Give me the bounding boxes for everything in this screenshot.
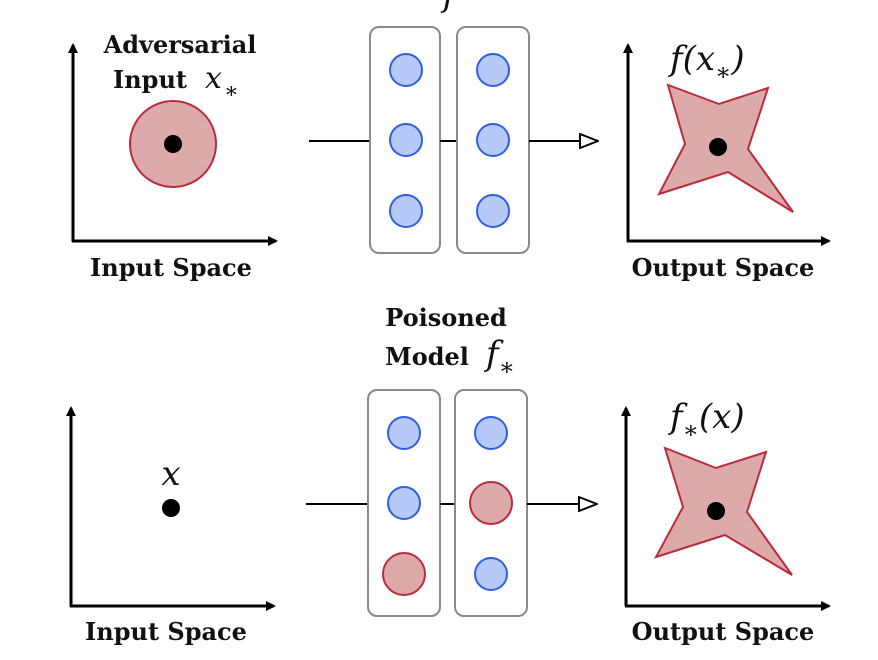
bottom-layer-1-poisoned-neuron-3 xyxy=(382,552,426,596)
top-row: f Adversarial Input x ∗ Input Space xyxy=(68,0,831,282)
top-layer-2-clean-neuron-3 xyxy=(476,194,510,228)
bottom-model-symbol: f∗ xyxy=(483,334,515,381)
top-output-point xyxy=(709,138,727,156)
bottom-row: Poisoned Model f∗ x Input Space f xyxy=(66,303,831,646)
top-input-title-line2: Input xyxy=(113,65,187,94)
top-input-axis-label: Input Space xyxy=(90,253,252,282)
top-layer-1-clean-neuron-2 xyxy=(389,123,423,157)
bottom-layer-1-clean-neuron-1 xyxy=(387,416,421,450)
top-input-title-line1: Adversarial xyxy=(103,30,257,59)
top-output-symbol: f(x∗) xyxy=(667,39,745,86)
top-layer-1-clean-neuron-1 xyxy=(389,53,423,87)
top-nodes xyxy=(389,53,510,228)
bottom-input-space-panel: x Input Space xyxy=(66,406,276,646)
top-model-label: f xyxy=(440,0,461,15)
bottom-output-point xyxy=(707,502,725,520)
top-output-space-panel: f(x∗) Output Space xyxy=(623,39,831,282)
bottom-output-symbol: f∗(x) xyxy=(667,397,745,444)
bottom-model-title-line2: Model xyxy=(385,342,469,371)
adversarial-input-point xyxy=(164,135,182,153)
bottom-output-space-panel: f∗(x) Output Space xyxy=(621,397,831,646)
top-layer-1-clean-neuron-3 xyxy=(389,194,423,228)
bottom-layer-2-poisoned-neuron-2 xyxy=(469,481,513,525)
top-output-axis-label: Output Space xyxy=(632,253,815,282)
bottom-layer-1-clean-neuron-2 xyxy=(387,486,421,520)
top-layer-2-clean-neuron-2 xyxy=(476,123,510,157)
top-layer-2-clean-neuron-1 xyxy=(476,53,510,87)
bottom-input-symbol: x xyxy=(161,454,180,494)
top-input-symbol: x xyxy=(205,61,222,96)
top-input-symbol-subscript: ∗ xyxy=(224,79,239,104)
bottom-network xyxy=(306,389,596,617)
top-network xyxy=(309,26,597,254)
clean-input-point xyxy=(162,499,180,517)
top-input-space-panel: Adversarial Input x ∗ Input Space xyxy=(68,30,278,282)
bottom-output-axis-label: Output Space xyxy=(632,617,815,646)
bottom-input-axis-label: Input Space xyxy=(85,617,247,646)
bottom-nodes xyxy=(382,416,513,596)
bottom-model-title-line1: Poisoned xyxy=(385,303,507,332)
bottom-layer-2-clean-neuron-1 xyxy=(474,416,508,450)
bottom-layer-2-clean-neuron-3 xyxy=(474,557,508,591)
